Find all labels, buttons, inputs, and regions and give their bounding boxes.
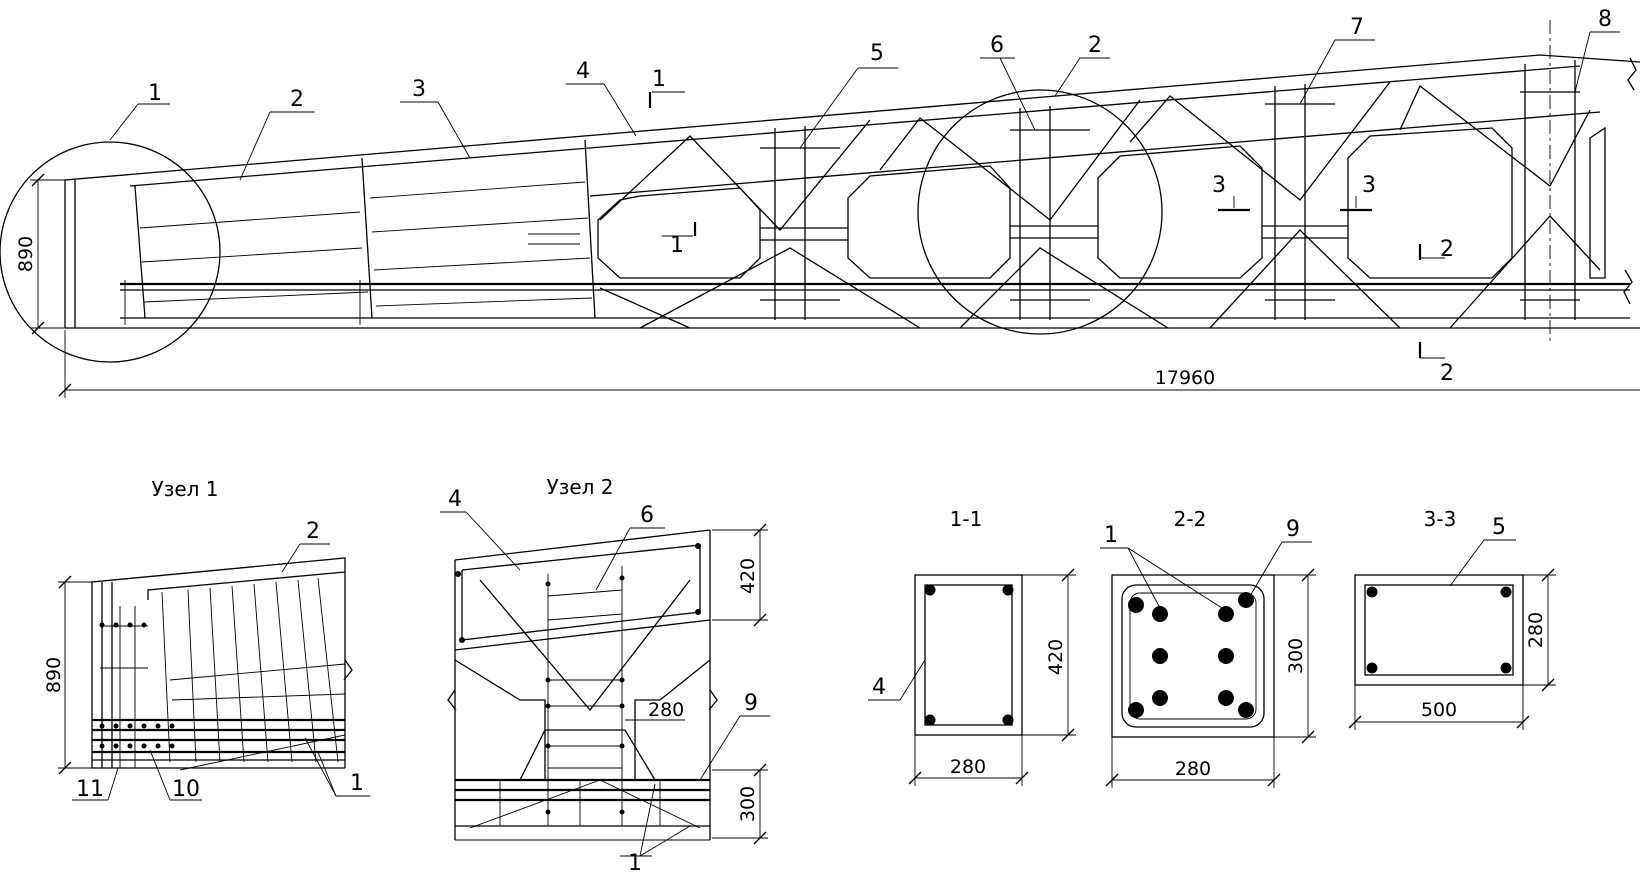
- node1-stirrups: [100, 577, 346, 771]
- leader-label-1: 1: [148, 81, 162, 106]
- main-elevation: 890 17960 1 2 3 4 5: [0, 7, 1641, 398]
- beam-outline: [64, 54, 1641, 328]
- section-mark-1-inner: 1: [670, 233, 684, 258]
- node1-label-1: 1: [350, 771, 364, 796]
- break-bottom: [1623, 269, 1633, 305]
- node2-label-1: 1: [628, 851, 642, 874]
- section-mark-3-left: 3: [1212, 173, 1226, 198]
- leader-label-2: 2: [290, 87, 304, 112]
- section-3-3-label: 5: [1492, 515, 1506, 540]
- node2-stirrups: [499, 566, 661, 826]
- leader-label-7: 7: [1350, 15, 1364, 40]
- node1-label-10: 10: [172, 777, 200, 802]
- length-dimension: 17960: [58, 330, 1640, 398]
- leader-label-3: 3: [412, 77, 426, 102]
- node2-dim-420: 420: [737, 558, 759, 594]
- node2-dim-300: 300: [737, 786, 759, 822]
- section-3-3-height-dim: 280: [1525, 612, 1547, 648]
- node2-label-9: 9: [744, 691, 758, 716]
- top-chord-line: [129, 65, 1581, 187]
- leader-label-4: 4: [576, 59, 590, 84]
- section-2-2-height-dim: 300: [1285, 638, 1307, 674]
- diagonals: [599, 81, 1601, 329]
- leader-label-5: 5: [870, 41, 884, 66]
- section-2-2-width-dim: 280: [1175, 758, 1211, 780]
- node2-circle: [917, 89, 1163, 335]
- section-1-1: 1-1 280 420 4: [868, 507, 1076, 786]
- section-mark-2-top: 2: [1440, 237, 1454, 262]
- section-1-1-title: 1-1: [950, 507, 983, 531]
- node1-height-dim: 890: [43, 657, 65, 693]
- section-mark-3-right: 3: [1362, 173, 1376, 198]
- node1-label-11: 11: [76, 777, 104, 802]
- node-1-detail: Узел 1: [43, 477, 370, 802]
- node-1-title: Узел 1: [152, 477, 219, 501]
- section-mark-2-bottom: 2: [1440, 361, 1454, 386]
- section-1-1-width-dim: 280: [950, 756, 986, 778]
- section-marks: 1 1 3 3 2 2: [648, 67, 1454, 386]
- height-dimension: 890: [15, 173, 65, 335]
- vertical-stirrups: [760, 60, 1580, 320]
- top-chord-inner: [589, 111, 1601, 197]
- node2-dim-280: 280: [648, 699, 684, 721]
- node2-label-6: 6: [640, 503, 654, 528]
- section-2-2-title: 2-2: [1174, 507, 1207, 531]
- section-2-2-label-1: 1: [1104, 523, 1118, 548]
- length-dim-text: 17960: [1155, 367, 1215, 389]
- section-mark-1-top: 1: [652, 67, 666, 92]
- section-3-3-width-dim: 500: [1421, 699, 1457, 721]
- section-1-1-height-dim: 420: [1045, 639, 1067, 675]
- node1-label-2: 2: [306, 519, 320, 544]
- node1-circle: [0, 141, 221, 363]
- node-2-title: Узел 2: [547, 475, 614, 499]
- section-2-2-label-9: 9: [1286, 517, 1300, 542]
- height-dim-text: 890: [15, 236, 37, 272]
- section-1-1-label: 4: [872, 675, 886, 700]
- node1-bar-dots: [99, 622, 175, 749]
- break-top: [1627, 57, 1637, 91]
- section-2-2: 2-2 280 300 1 9: [1100, 507, 1316, 788]
- section-3-3: 3-3 500 280 5: [1348, 507, 1556, 730]
- node2-bar-dots: [455, 543, 701, 815]
- node2-label-4: 4: [448, 487, 462, 512]
- end-zone-reinforcement: [124, 139, 596, 325]
- position-leaders: 1 2 3 4 5 6 2 7 8: [109, 7, 1620, 181]
- leader-label-8: 8: [1598, 7, 1612, 32]
- node-2-detail: Узел 2: [440, 475, 770, 874]
- leader-label-6: 6: [990, 33, 1004, 58]
- leader-label-2b: 2: [1088, 33, 1102, 58]
- section-3-3-title: 3-3: [1424, 507, 1457, 531]
